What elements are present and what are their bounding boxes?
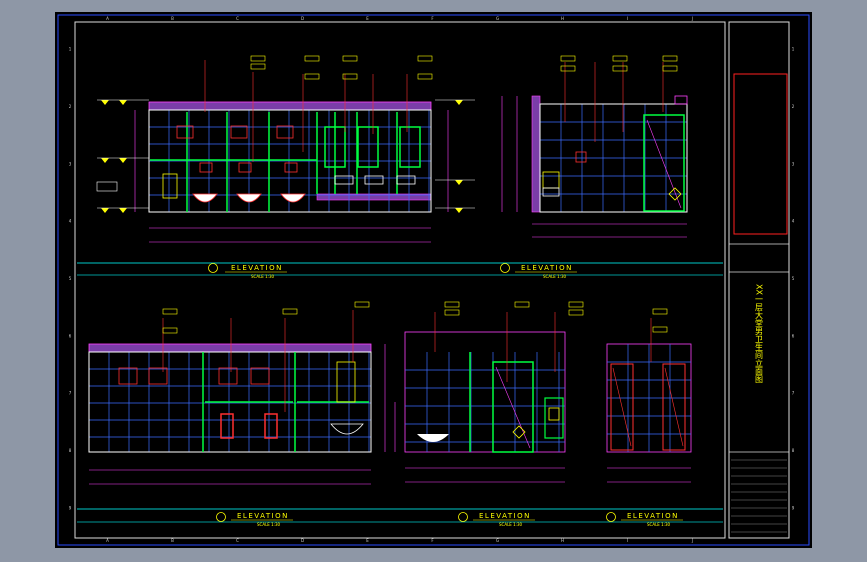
column-grid-label: B (171, 538, 174, 543)
row-grid-label: 4 (792, 219, 795, 224)
outer-frame (57, 14, 810, 546)
column-grid-label: D (301, 538, 304, 543)
sheet-title: XX一层大堂男卫生间立面图 (755, 284, 764, 384)
row-grid-label: 7 (792, 391, 795, 396)
row-grid-labels: 1 1 2 2 3 3 4 4 5 5 6 6 7 7 8 8 9 9 (69, 47, 795, 511)
view-title-text: ELEVATION (479, 512, 531, 520)
column-grid-label: F (431, 538, 434, 543)
column-grid-label: C (236, 16, 239, 21)
column-grid-label: G (496, 16, 499, 21)
view-scale-text: SCALE 1:30 (499, 522, 523, 527)
view-scale-text: SCALE 1:30 (257, 522, 281, 527)
column-grid-labels: A A B B C C D D E E F F G G H H I I J J (106, 16, 693, 543)
elevation-4 (394, 301, 584, 483)
column-grid-label: F (431, 16, 434, 21)
row-grid-label: 8 (69, 448, 72, 453)
view-title-3: ELEVATION SCALE 1:30 (216, 512, 293, 527)
column-grid-label: C (236, 538, 239, 543)
column-grid-label: G (496, 538, 499, 543)
elevation-2 (501, 55, 688, 238)
view-title-4: ELEVATION SCALE 1:30 (458, 512, 535, 527)
row-grid-label: 9 (792, 505, 795, 510)
row-grid-label: 7 (69, 391, 72, 396)
column-grid-label: D (301, 16, 304, 21)
elevation-1 (96, 55, 475, 243)
column-grid-label: H (561, 538, 564, 543)
column-grid-label: J (691, 16, 693, 21)
row-grid-label: 1 (69, 47, 72, 52)
column-grid-label: E (366, 16, 369, 21)
row-grid-label: 2 (69, 104, 72, 109)
column-grid-label: B (171, 16, 174, 21)
drawing-sheet: A A B B C C D D E E F F G G H H I I J J 1 1 2 2 3 3 4 4 5 5 6 6 7 7 8 8 9 9 (55, 12, 812, 548)
column-grid-label: J (691, 538, 693, 543)
column-grid-label: E (366, 538, 369, 543)
column-grid-label: I (627, 538, 628, 543)
row-grid-label: 4 (69, 219, 72, 224)
view-scale-text: SCALE 1:30 (251, 274, 275, 279)
column-grid-label: A (106, 16, 109, 21)
view-title-1: ELEVATION SCALE 1:30 (208, 263, 287, 279)
row-grid-label: 6 (69, 333, 72, 338)
view-title-text: ELEVATION (231, 264, 283, 272)
title-block-inner (733, 73, 788, 235)
column-grid-label: A (106, 538, 109, 543)
view-scale-text: SCALE 1:30 (647, 522, 671, 527)
row-grid-label: 5 (792, 276, 795, 281)
elevation-3 (88, 301, 386, 485)
inner-frame (74, 21, 726, 539)
row-grid-label: 5 (69, 276, 72, 281)
view-title-text: ELEVATION (627, 512, 679, 520)
row-grid-label: 3 (69, 161, 72, 166)
elevation-5 (606, 308, 692, 483)
view-title-text: ELEVATION (521, 264, 573, 272)
view-title-text: ELEVATION (237, 512, 289, 520)
view-title-2: ELEVATION SCALE 1:30 (500, 263, 577, 279)
column-grid-label: H (561, 16, 564, 21)
title-block-frame (728, 21, 790, 539)
row-grid-label: 1 (792, 47, 795, 52)
row-grid-label: 2 (792, 104, 795, 109)
row-grid-label: 8 (792, 448, 795, 453)
row-grid-label: 3 (792, 161, 795, 166)
cad-drawing: A A B B C C D D E E F F G G H H I I J J 1 1 2 2 3 3 4 4 5 5 6 6 7 7 8 8 9 9 (57, 14, 810, 546)
view-title-5: ELEVATION SCALE 1:30 (606, 512, 683, 527)
row-grid-label: 9 (69, 505, 72, 510)
row-grid-label: 6 (792, 333, 795, 338)
column-grid-label: I (627, 16, 628, 21)
view-scale-text: SCALE 1:30 (543, 274, 567, 279)
